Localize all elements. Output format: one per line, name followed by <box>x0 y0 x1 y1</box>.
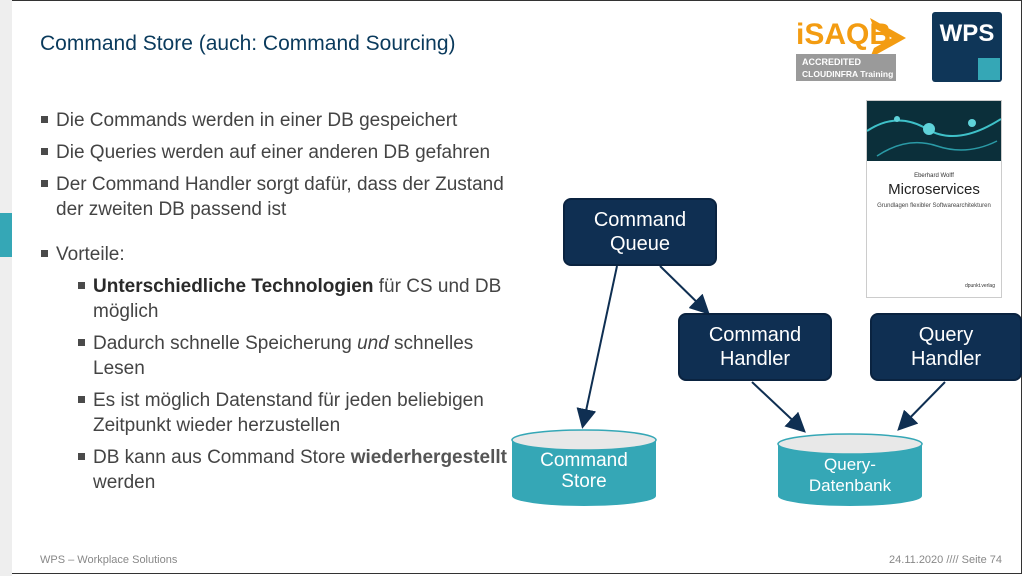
sub-bullet-2: Dadurch schnelle Speicherung und schnell… <box>77 331 520 381</box>
query-db-line1: Query- <box>824 455 876 474</box>
sub-bullet-3: Es ist möglich Datenstand für jeden beli… <box>77 388 520 438</box>
sub-bullet-2-pre: Dadurch schnelle Speicherung <box>93 333 358 354</box>
isaqb-training: CLOUDINFRA Training <box>802 69 893 79</box>
footer-company: WPS – Workplace Solutions <box>40 554 178 566</box>
query-db <box>777 433 923 506</box>
bullet-1: Die Commands werden in einer DB gespeich… <box>40 108 520 133</box>
footer-page: 24.11.2020 //// Seite 74 <box>889 554 1002 566</box>
query-db-label: Query- Datenbank <box>778 454 922 496</box>
bullet-list: Die Commands werden in einer DB gespeich… <box>40 108 520 502</box>
wps-logo-square <box>978 58 1000 80</box>
command-store-line2: Store <box>561 471 607 492</box>
bullet-3: Der Command Handler sorgt dafür, dass de… <box>40 172 520 222</box>
bullet-4: Vorteile: <box>40 242 520 267</box>
command-queue-line2: Queue <box>609 233 671 255</box>
book-cover: Eberhard Wolff Microservices Grundlagen … <box>866 100 1002 298</box>
sub-bullet-1-text: für CS und DB möglich <box>93 276 502 322</box>
arrow-handler-to-querydb <box>751 381 806 433</box>
arrow-queue-to-store <box>576 265 618 429</box>
isaqb-logo-text: iSAQB <box>796 18 891 51</box>
highlight-restored: wiederhergestellt <box>350 447 507 468</box>
left-strip <box>0 0 12 576</box>
command-store-db <box>511 429 657 506</box>
query-handler-line2: Handler <box>910 348 982 370</box>
slide-title: Command Store (auch: Command Sourcing) <box>40 32 456 55</box>
bullet-2: Die Queries werden auf einer anderen DB … <box>40 140 520 165</box>
arrow-queryhandler-to-querydb <box>897 381 946 431</box>
highlight-technologies: Unterschiedliche Technologien <box>93 276 374 297</box>
book-cover-image <box>867 101 1001 161</box>
sub-bullet-4: DB kann aus Command Store wiederhergeste… <box>77 445 520 495</box>
command-queue-line1: Command <box>593 209 687 231</box>
query-db-line2: Datenbank <box>808 476 892 495</box>
sub-bullet-2-post: schnelles Lesen <box>93 333 474 379</box>
wps-logo-text: WPS <box>939 20 995 47</box>
command-store-line1: Command <box>540 450 628 471</box>
book-subtitle: Grundlagen flexibler Softwarearchitektur… <box>877 203 991 209</box>
left-strip-accent <box>0 213 12 257</box>
sub-bullet-1: Unterschiedliche Technologien für CS und… <box>77 274 520 324</box>
isaqb-logo: iSAQB ACCREDITED CLOUDINFRA Training <box>796 12 914 82</box>
book-publisher: dpunkt.verlag <box>964 283 995 289</box>
query-handler-line1: Query <box>918 324 974 346</box>
sub-bullet-4-pre: DB kann aus Command Store <box>93 447 351 468</box>
command-handler-line2: Handler <box>719 348 791 370</box>
wps-logo: WPS <box>932 12 1002 82</box>
command-handler-line1: Command <box>708 324 802 346</box>
isaqb-accredited: ACCREDITED <box>802 57 862 67</box>
sub-bullet-4-post: werden <box>93 472 156 493</box>
book-author: Eberhard Wolff <box>914 173 954 179</box>
book-title: Microservices <box>888 181 980 198</box>
arrow-queue-to-handler <box>659 265 710 315</box>
sub-bullet-2-em: und <box>357 333 389 354</box>
